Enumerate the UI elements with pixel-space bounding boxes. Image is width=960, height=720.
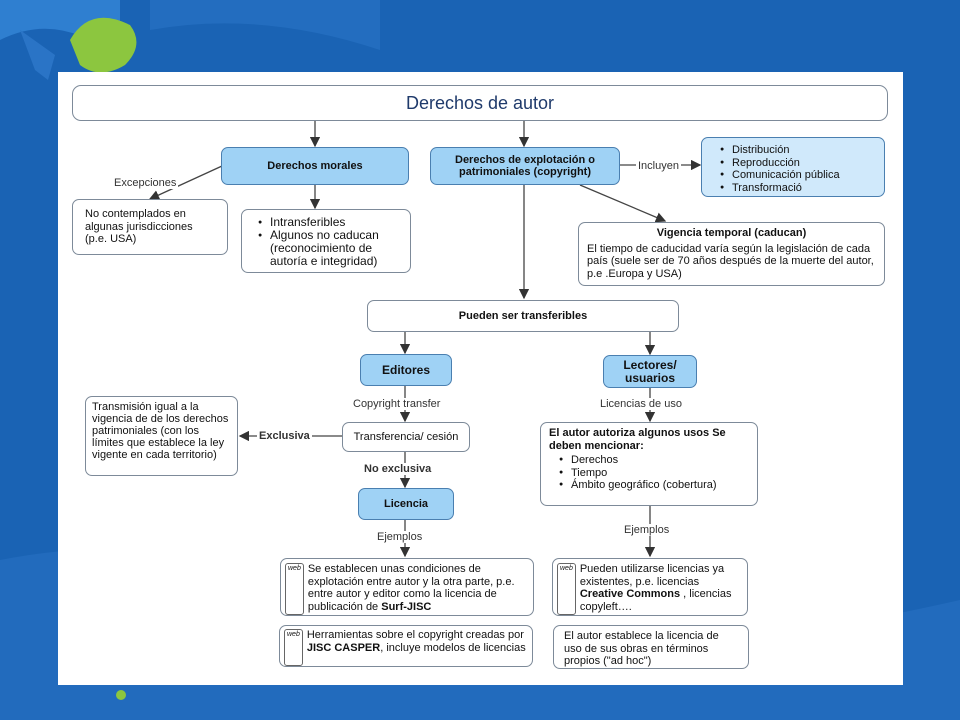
derechos-explotacion-text: Derechos de explotación o patrimoniales …: [455, 153, 595, 179]
list-item: Algunos no caducan (reconocimiento de au…: [258, 229, 404, 268]
web-icon: web: [285, 563, 304, 615]
vigencia-text: El tiempo de caducidad varía según la le…: [587, 242, 874, 280]
node-lectores: Lectores/ usuarios: [603, 355, 697, 388]
web-icon: web: [557, 563, 576, 615]
list-item: Ámbito geográfico (cobertura): [559, 479, 749, 492]
list-item: Tiempo: [559, 467, 749, 480]
edge-label-ejemplos-right: Ejemplos: [622, 524, 672, 536]
transferibles-text: Pueden ser transferibles: [458, 309, 588, 322]
list-item: Intransferibles: [258, 216, 404, 230]
ejemplo-lectores-2-text: El autor establece la licencia de uso de…: [564, 630, 719, 667]
node-vigencia: Vigencia temporal (caducan) El tiempo de…: [578, 222, 885, 286]
node-ejemplo-lectores-2: El autor establece la licencia de uso de…: [553, 625, 749, 669]
licencia-text: Licencia: [383, 497, 429, 510]
node-derechos-morales: Derechos morales: [221, 147, 409, 185]
transmision-text: Transmisión igual a la vigencia de de lo…: [92, 401, 229, 461]
vigencia-title: Vigencia temporal (caducan): [656, 227, 807, 239]
node-no-contemplados: No contemplados en algunas jurisdiccione…: [72, 199, 228, 255]
edge-label-ejemplos-left: Ejemplos: [375, 531, 425, 543]
node-ejemplo-lectores-1: web Pueden utilizarse licencias ya exist…: [552, 558, 748, 616]
node-transferencia: Transferencia/ cesión: [342, 422, 470, 452]
editores-text: Editores: [381, 362, 430, 377]
node-pueden-ser-transferibles: Pueden ser transferibles: [367, 300, 679, 332]
lectores-text: Lectores/ usuarios: [623, 358, 677, 385]
node-ejemplo-editores-1: web Se establecen unas condiciones de ex…: [280, 558, 534, 616]
node-transmision: Transmisión igual a la vigencia de de lo…: [85, 396, 238, 476]
web-icon: web: [284, 629, 303, 666]
node-title: Derechos de autor: [72, 85, 888, 121]
ejemplo-editores-1-text: Se establecen unas condiciones de explot…: [307, 563, 515, 613]
node-licencia: Licencia: [358, 488, 454, 520]
edge-label-incluyen: Incluyen: [636, 160, 681, 172]
ejemplo-editores-2-text: Herramientas sobre el copyright creadas …: [306, 629, 526, 654]
node-explotacion-list: Distribución Reproducción Comunicación p…: [701, 137, 885, 197]
node-autor-autoriza: El autor autoriza algunos usos Se deben …: [540, 422, 758, 506]
list-item: Comunicación pública: [720, 169, 878, 182]
node-ejemplo-editores-2: web Herramientas sobre el copyright crea…: [279, 625, 533, 667]
derechos-morales-text: Derechos morales: [267, 159, 363, 172]
edge-label-no-exclusiva: No exclusiva: [362, 463, 434, 475]
node-editores: Editores: [360, 354, 452, 386]
list-item: Distribución: [720, 144, 878, 157]
title-text: Derechos de autor: [405, 92, 555, 113]
autor-autoriza-title: El autor autoriza algunos usos Se deben …: [549, 427, 726, 452]
edge-label-excepciones: Excepciones: [112, 177, 179, 189]
list-item: Transformació: [720, 182, 878, 195]
edge-label-copyright-transfer: Copyright transfer: [351, 398, 443, 410]
node-morales-list: Intransferibles Algunos no caducan (reco…: [241, 209, 411, 273]
list-item: Derechos: [559, 454, 749, 467]
ejemplo-lectores-1-text: Pueden utilizarse licencias ya existente…: [579, 563, 732, 613]
edge-label-licencias-uso: Licencias de uso: [598, 398, 684, 410]
node-derechos-explotacion: Derechos de explotación o patrimoniales …: [430, 147, 620, 185]
list-item: Reproducción: [720, 157, 878, 170]
edge-label-exclusiva: Exclusiva: [257, 430, 312, 442]
no-contemplados-text: No contemplados en algunas jurisdiccione…: [85, 208, 193, 245]
transferencia-text: Transferencia/ cesión: [353, 430, 459, 443]
